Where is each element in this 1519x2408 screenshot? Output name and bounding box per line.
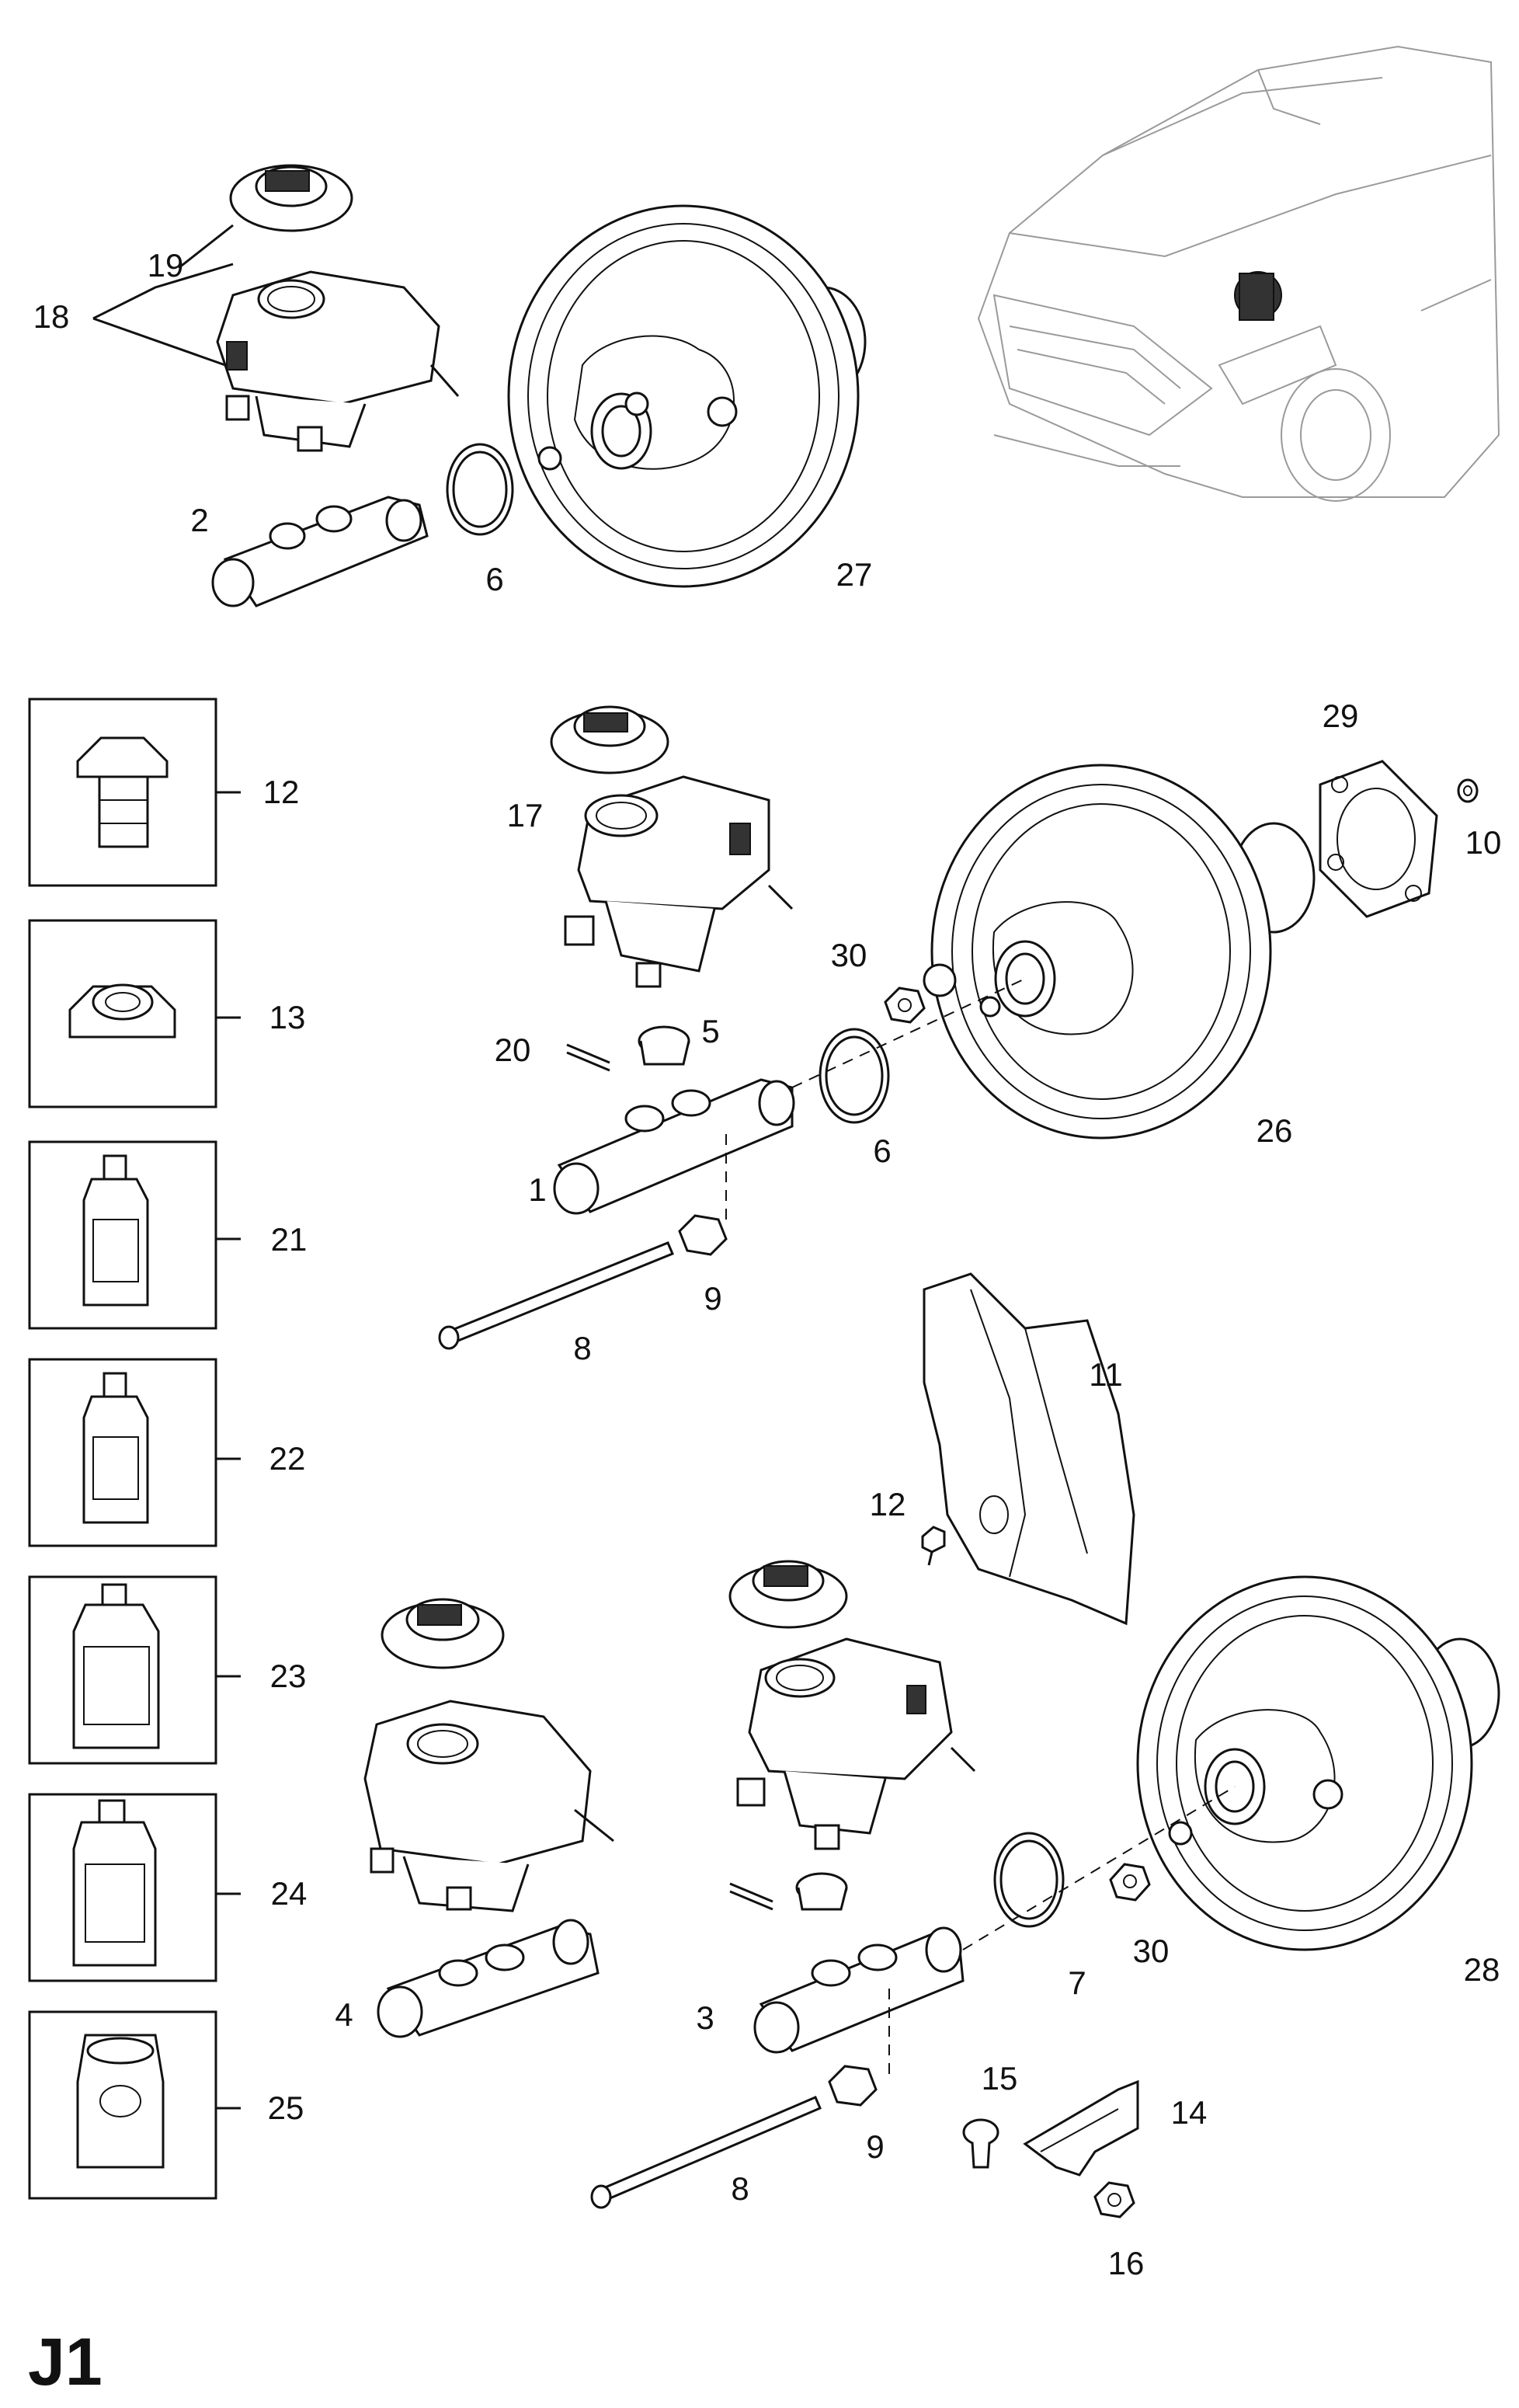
pin-20: [566, 1043, 610, 1072]
callout-27: 27: [836, 556, 873, 593]
callout-20: 20: [494, 1032, 531, 1068]
callout-6-top: 6: [485, 561, 504, 597]
callout-2: 2: [190, 502, 209, 538]
callout-6-middle: 6: [873, 1133, 892, 1169]
vehicle-location-view: [977, 45, 1500, 502]
brake-booster-26: [923, 764, 1316, 1140]
item-box-12: [28, 698, 217, 887]
plug-5: [638, 1025, 690, 1066]
callout-5: 5: [701, 1013, 720, 1049]
nut-9-middle: [678, 1214, 728, 1256]
callout-17: 17: [506, 797, 544, 833]
nut-9-lower: [828, 2065, 878, 2107]
callout-30-middle: 30: [830, 937, 867, 973]
fluid-reservoir-17: [564, 775, 794, 988]
nut-30-middle: [884, 987, 926, 1024]
callout-11: 11: [1089, 1356, 1123, 1393]
callout-10: 10: [1465, 824, 1502, 861]
heat-shield-11: [923, 1272, 1135, 1626]
item-box-25: [28, 2010, 217, 2200]
master-cylinder-4: [377, 1919, 600, 2038]
item-box-23: [28, 1575, 217, 1765]
bracket-14: [1023, 2079, 1139, 2177]
pin-lower: [729, 1882, 773, 1911]
callout-16: 16: [1107, 2245, 1145, 2281]
callout-7: 7: [1068, 1964, 1086, 2001]
brake-booster-28: [1136, 1575, 1500, 1951]
item-box-13: [28, 919, 217, 1108]
seal-ring-7: [993, 1832, 1065, 1928]
callout-4: 4: [335, 1996, 353, 2033]
callout-12-shield: 12: [869, 1486, 906, 1522]
axis-lines-middle: [725, 978, 1026, 1220]
callout-25: 25: [267, 2090, 304, 2126]
callout-9-lower: 9: [866, 2128, 885, 2165]
callout-24: 24: [270, 1875, 308, 1912]
item-box-24: [28, 1793, 217, 1982]
callout-21: 21: [270, 1221, 308, 1258]
axis-lines-lower: [888, 1786, 1236, 2082]
seal-ring-6-top: [446, 443, 514, 536]
callout-8-lower: 8: [731, 2170, 749, 2207]
callout-1: 1: [528, 1171, 547, 1208]
callout-30-lower: 30: [1132, 1933, 1170, 1969]
callout-15: 15: [981, 2060, 1018, 2097]
callout-22: 22: [269, 1440, 306, 1477]
nut-16: [1093, 2181, 1135, 2218]
callout-13: 13: [269, 999, 306, 1035]
callout-3: 3: [696, 1999, 714, 2036]
fluid-reservoir-lower-right: [736, 1637, 976, 1850]
reservoir-cap-middle: [550, 705, 669, 774]
callout-18: 18: [33, 298, 70, 335]
item-box-22: [28, 1358, 217, 1547]
callout-14: 14: [1170, 2094, 1208, 2131]
seal-ring-6-middle: [819, 1028, 890, 1124]
callout-9-middle: 9: [704, 1280, 722, 1317]
callout-23: 23: [269, 1658, 307, 1694]
brake-booster-27: [507, 204, 867, 588]
reservoir-cap-lower-right: [728, 1560, 848, 1629]
callout-29: 29: [1322, 698, 1359, 734]
callout-12-box: 12: [262, 774, 300, 810]
bolt-12-shield: [921, 1526, 946, 1566]
bolt-8-lower: [590, 2096, 822, 2209]
sheet-label: J1: [28, 2325, 103, 2399]
gasket-29: [1319, 760, 1438, 918]
plug-lower: [795, 1872, 848, 1911]
bolt-8-middle: [438, 1241, 674, 1350]
nut-30-lower: [1109, 1863, 1151, 1902]
callout-8-middle: 8: [573, 1330, 592, 1366]
callout-26: 26: [1256, 1112, 1293, 1149]
reservoir-cap-19: [229, 164, 353, 232]
callout-leaders: [92, 224, 234, 367]
fluid-reservoir-lower-left: [363, 1700, 614, 1912]
washer-10: [1457, 778, 1479, 803]
callout-19: 19: [147, 247, 184, 284]
item-box-21: [28, 1140, 217, 1330]
master-cylinder-3: [753, 1926, 965, 2054]
clip-15: [962, 2118, 999, 2169]
fluid-reservoir-18: [216, 270, 460, 452]
reservoir-cap-lower-left: [381, 1598, 505, 1669]
master-cylinder-1: [553, 1078, 795, 1215]
master-cylinder-2: [211, 496, 429, 607]
box-leader-lines: [216, 791, 241, 2110]
callout-28: 28: [1463, 1951, 1500, 1988]
